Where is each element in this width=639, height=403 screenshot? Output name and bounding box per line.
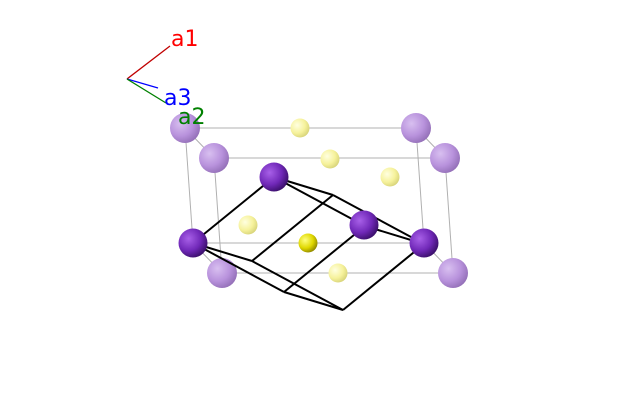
axis-triad: a1 a3 a2 [126, 27, 205, 130]
unit-cell-edges [192, 176, 425, 311]
atom-yellow-faded[interactable] [380, 167, 400, 187]
atom-purple-faded[interactable] [430, 143, 460, 173]
unit-cell-edge [192, 242, 285, 293]
axis-a3-label: a3 [164, 86, 191, 111]
unit-cell-edge [251, 260, 344, 311]
atoms-front [178, 162, 439, 258]
atom-purple[interactable] [259, 162, 289, 192]
supercell-edge [213, 157, 223, 274]
atom-purple-faded[interactable] [401, 113, 431, 143]
atom-yellow[interactable] [298, 233, 318, 253]
supercell-edge [415, 127, 425, 244]
unit-cell-edge [192, 176, 275, 244]
atom-purple[interactable] [409, 228, 439, 258]
atom-purple-faded[interactable] [199, 143, 229, 173]
unit-cell-edge [273, 176, 366, 227]
atom-purple[interactable] [349, 210, 379, 240]
axis-a1-label: a1 [171, 27, 198, 52]
atom-purple-faded[interactable] [438, 258, 468, 288]
unit-cell-edge [283, 225, 366, 293]
atom-yellow-faded[interactable] [290, 118, 310, 138]
unit-cell-edge [342, 243, 425, 311]
unit-cell-edge [251, 194, 334, 262]
supercell-edge [184, 127, 194, 244]
unit-cell-edge [283, 291, 344, 311]
atom-yellow-faded[interactable] [328, 263, 348, 283]
unit-cell-edge [332, 194, 425, 245]
supercell-edge [444, 157, 454, 274]
atom-purple-faded[interactable] [170, 113, 200, 143]
axis-a2-line [126, 78, 167, 104]
atom-yellow-faded[interactable] [320, 149, 340, 169]
atom-yellow-faded[interactable] [238, 215, 258, 235]
atom-purple-faded[interactable] [207, 258, 237, 288]
atoms-back [170, 113, 468, 288]
axis-a2-label: a2 [178, 105, 205, 130]
axis-a3-line [126, 78, 159, 89]
atom-purple[interactable] [178, 228, 208, 258]
axis-a1-line [126, 45, 171, 80]
